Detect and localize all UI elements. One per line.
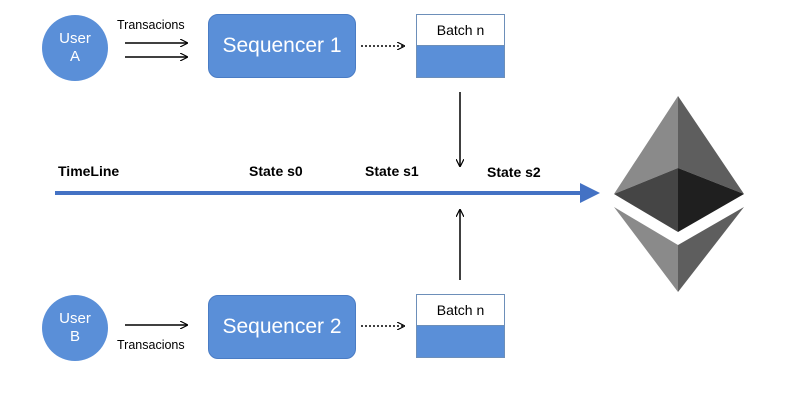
timeline-label: TimeLine — [58, 163, 120, 179]
timeline-arrowhead — [580, 183, 600, 203]
user-a-label-1: User — [59, 30, 91, 47]
batch-bottom-node: Batch n — [416, 294, 505, 358]
state-s2-label: State s2 — [487, 164, 541, 180]
user-a-label-2: A — [69, 48, 80, 65]
sequencer-1-node: Sequencer 1 — [208, 14, 356, 78]
user-b-node: User B — [42, 295, 108, 361]
user-a-node: User A — [42, 15, 108, 81]
state-s1-label: State s1 — [365, 163, 419, 179]
tx-label-b: Transacions — [117, 338, 185, 352]
batch-bottom-body — [417, 325, 504, 357]
tx-label-a: Transacions — [117, 18, 185, 32]
sequencer-2-node: Sequencer 2 — [208, 295, 356, 359]
state-s0-label: State s0 — [249, 163, 303, 179]
user-b-label-1: User — [59, 310, 91, 327]
batch-top-node: Batch n — [416, 14, 505, 78]
batch-top-body — [417, 45, 504, 77]
ethereum-logo-icon — [614, 96, 744, 292]
batch-bottom-label: Batch n — [436, 302, 485, 318]
user-b-label-2: B — [69, 328, 80, 345]
batch-top-label: Batch n — [436, 22, 485, 38]
